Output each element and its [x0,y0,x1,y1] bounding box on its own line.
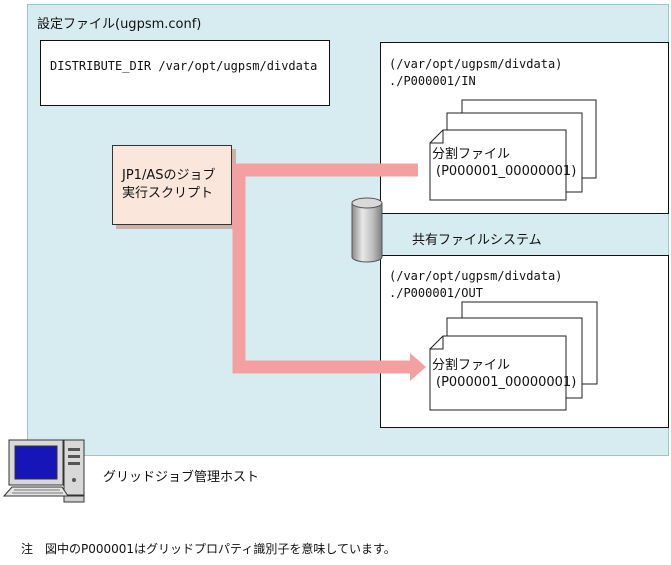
in-dir-path: (/var/opt/ugpsm/divdata) [389,57,563,71]
out-file-label: 分割ファイル [432,358,511,373]
in-file-label: 分割ファイル [432,147,511,162]
footnote: 注 図中のP000001はグリッドプロパティ識別子を意味しています。 [21,542,396,556]
in-file-name: (P000001_00000001) [436,164,577,179]
in-dir-subpath: ./P000001/IN [389,74,476,88]
job-script-line2: 実行スクリプト [122,186,214,201]
shared-storage-icon [351,197,383,263]
data-flow-arrow [232,163,426,381]
config-distribute-line: DISTRIBUTE_DIR /var/opt/ugpsm/divdata [50,59,318,73]
out-file-stack [429,301,598,411]
host-label: グリッドジョブ管理ホスト [103,470,260,485]
out-dir-subpath: ./P000001/OUT [389,286,483,300]
computer-icon [2,439,85,503]
out-dir-path: (/var/opt/ugpsm/divdata) [389,269,563,283]
job-script-box: JP1/ASのジョブ 実行スクリプト [112,145,232,225]
in-file-stack [429,99,597,201]
shared-fs-label: 共有ファイルシステム [412,233,542,248]
config-file-box: DISTRIBUTE_DIR /var/opt/ugpsm/divdata [40,40,330,106]
job-script-line1: JP1/ASのジョブ [122,168,216,183]
config-file-title: 設定ファイル(ugpsm.conf) [37,17,202,32]
out-file-name: (P000001_00000001) [436,375,577,390]
